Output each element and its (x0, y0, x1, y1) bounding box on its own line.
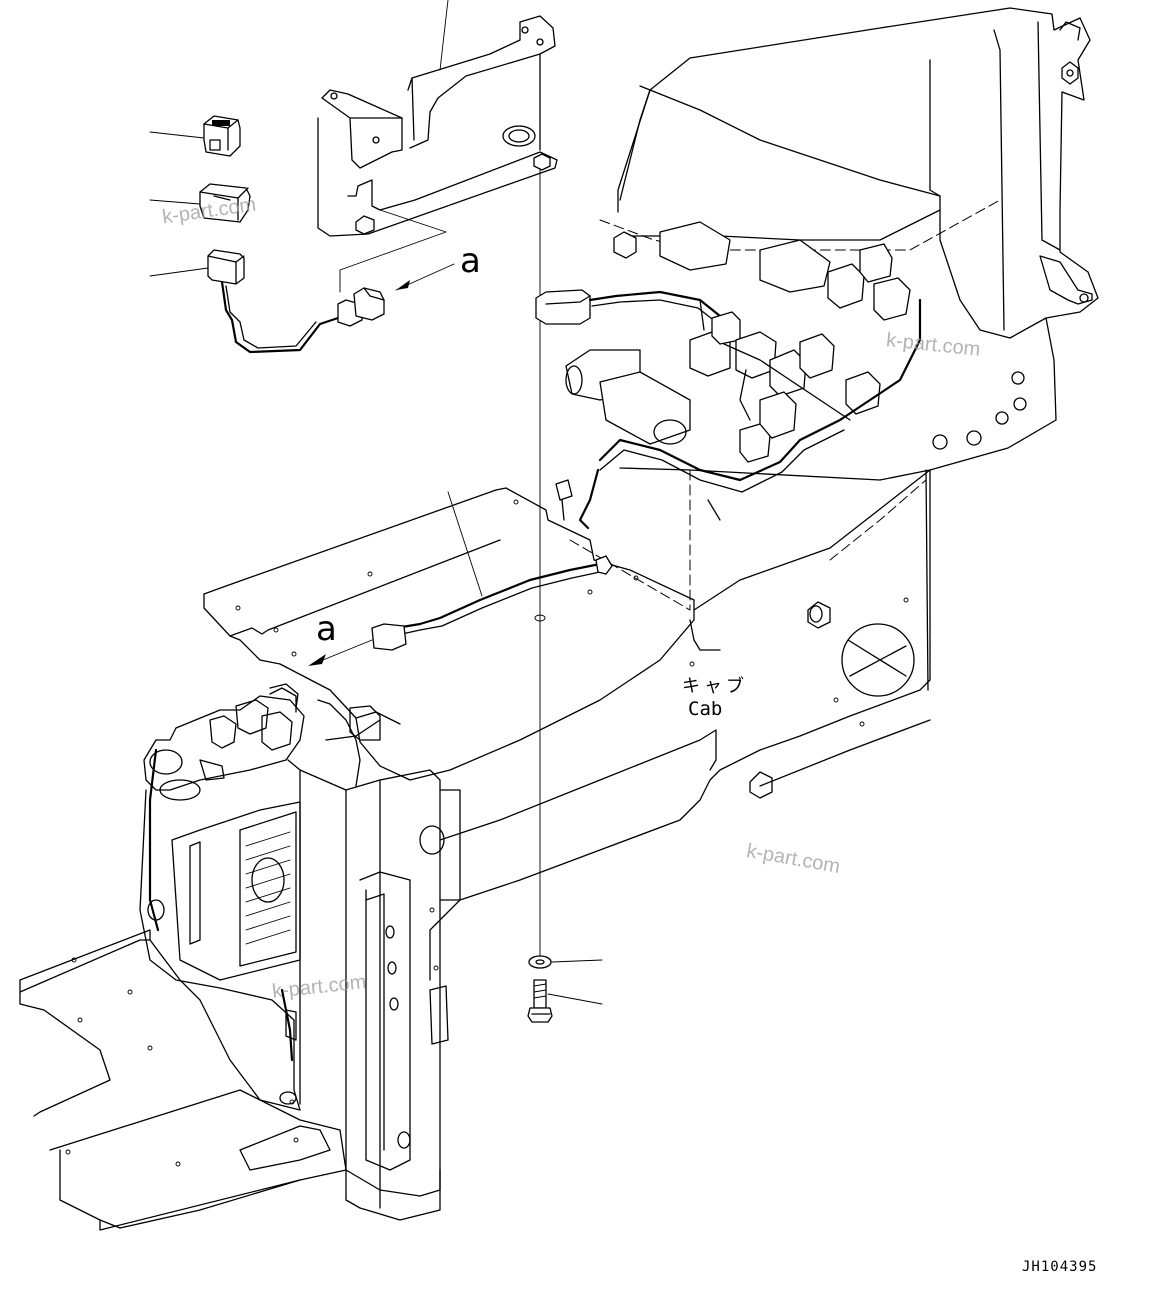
steering-column-panel (269, 687, 461, 1221)
cab-label: Cab (688, 698, 723, 720)
callout-a-lower: a (316, 609, 337, 649)
mounting-bracket (317, 0, 558, 961)
wiring-harness-adapter (149, 249, 455, 354)
floor-plate (203, 487, 695, 781)
switch-frame (149, 183, 251, 223)
callout-a-upper: a (460, 241, 481, 281)
cab-wiring-harness (535, 221, 922, 611)
lower-chassis (19, 929, 441, 1231)
switch (149, 115, 241, 157)
bolt (527, 979, 603, 1023)
fuse-box-assembly (139, 683, 305, 1111)
figure-number: JH104395 (1022, 1259, 1098, 1275)
cab-label-japanese: キャブ (682, 676, 748, 697)
fuse-row (245, 831, 291, 945)
washer (528, 955, 603, 969)
cab-side-panel (429, 469, 931, 981)
